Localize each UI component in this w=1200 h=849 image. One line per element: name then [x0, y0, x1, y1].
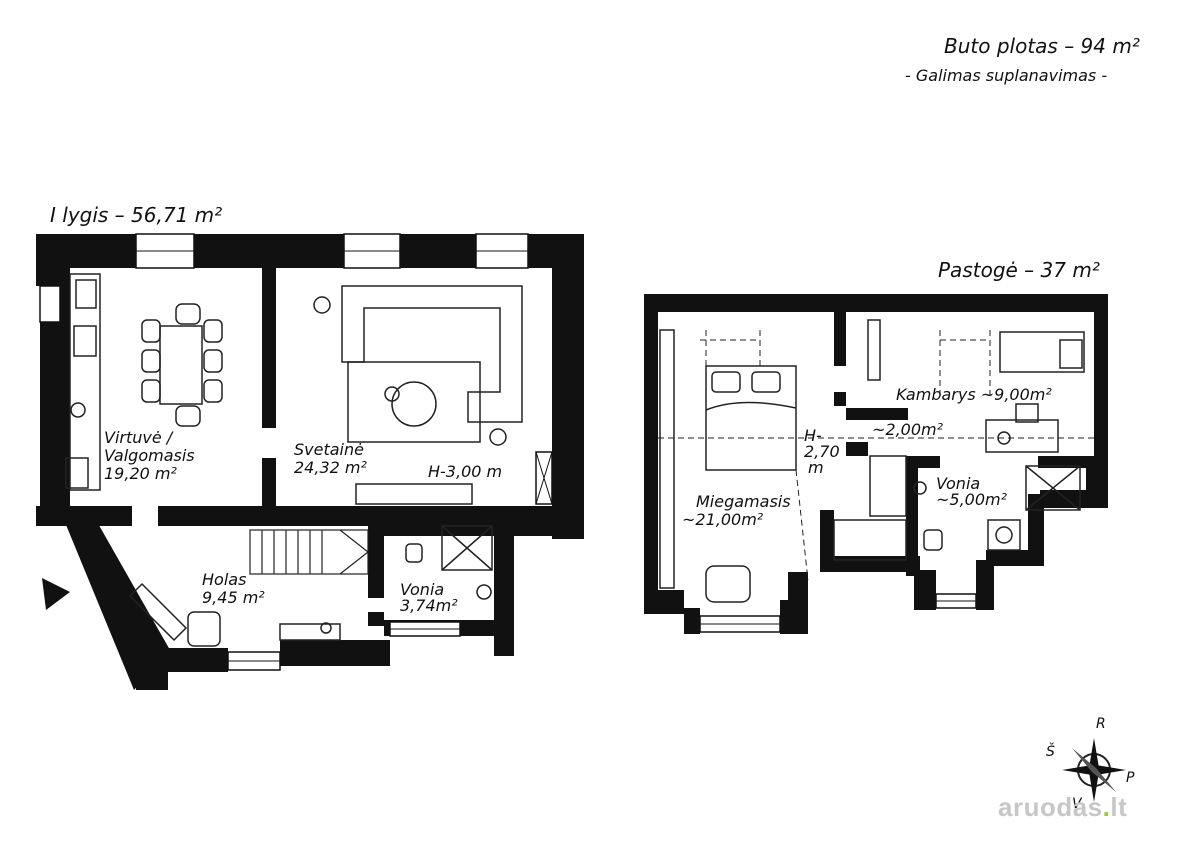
room-attic-room: Kambarys ~9,00m² — [896, 385, 1052, 404]
room-bedroom-name: Miegamasis — [696, 492, 791, 511]
room-kitchen-area: 19,20 m² — [104, 464, 177, 483]
room-living-area: 24,32 m² — [294, 458, 367, 477]
room-kitchen-name-2: Valgomasis — [104, 446, 195, 465]
watermark-tld: lt — [1110, 792, 1128, 822]
stairs-level1 — [249, 529, 369, 575]
room-bath2-name: Vonia — [936, 474, 981, 493]
room-hall-area: 9,45 m² — [202, 588, 265, 607]
room-bath2-area: ~5,00m² — [936, 490, 1008, 509]
total-area-label: Buto plotas – 94 m² — [944, 34, 1140, 58]
room-bedroom-area: ~21,00m² — [682, 510, 764, 529]
attic-roof-lines — [658, 330, 1094, 581]
plan-subtitle: - Galimas suplanavimas - — [905, 66, 1108, 85]
compass-west-label: Š — [1046, 744, 1055, 760]
attic-height-1: H- — [804, 426, 822, 445]
attic-window-lines — [700, 600, 976, 625]
level1-height: H-3,00 m — [428, 462, 503, 481]
attic-height-3: m — [808, 458, 824, 477]
window-lines — [136, 250, 553, 662]
compass-rose-icon — [1062, 738, 1126, 802]
entrance-arrow — [42, 578, 70, 610]
room-bath1-area: 3,74m² — [400, 596, 458, 615]
room-storage-area: ~2,00m² — [872, 420, 944, 439]
hall-bath-furniture — [128, 525, 493, 647]
room-hall-name: Holas — [202, 570, 247, 589]
room-kitchen-name-1: Virtuvė / — [104, 428, 173, 447]
level1-title: I lygis – 56,71 m² — [50, 203, 223, 227]
compass-north-label: R — [1096, 716, 1106, 732]
watermark-dot: . — [1102, 792, 1111, 822]
watermark-logo: aruodas.lt — [998, 792, 1127, 823]
living-room-furniture — [313, 285, 523, 505]
kitchen-furniture — [65, 273, 223, 491]
attic-title: Pastogė – 37 m² — [938, 258, 1100, 282]
room-bath1-name: Vonia — [400, 580, 445, 599]
room-living-name: Svetainė — [294, 440, 364, 459]
watermark-brand: aruodas — [998, 792, 1103, 822]
compass-south-label: V — [1072, 796, 1082, 812]
attic-height-2: 2,70 — [804, 442, 840, 461]
walls-attic — [644, 294, 1108, 634]
attic-furniture — [659, 319, 1085, 603]
compass-east-label: P — [1126, 770, 1135, 786]
